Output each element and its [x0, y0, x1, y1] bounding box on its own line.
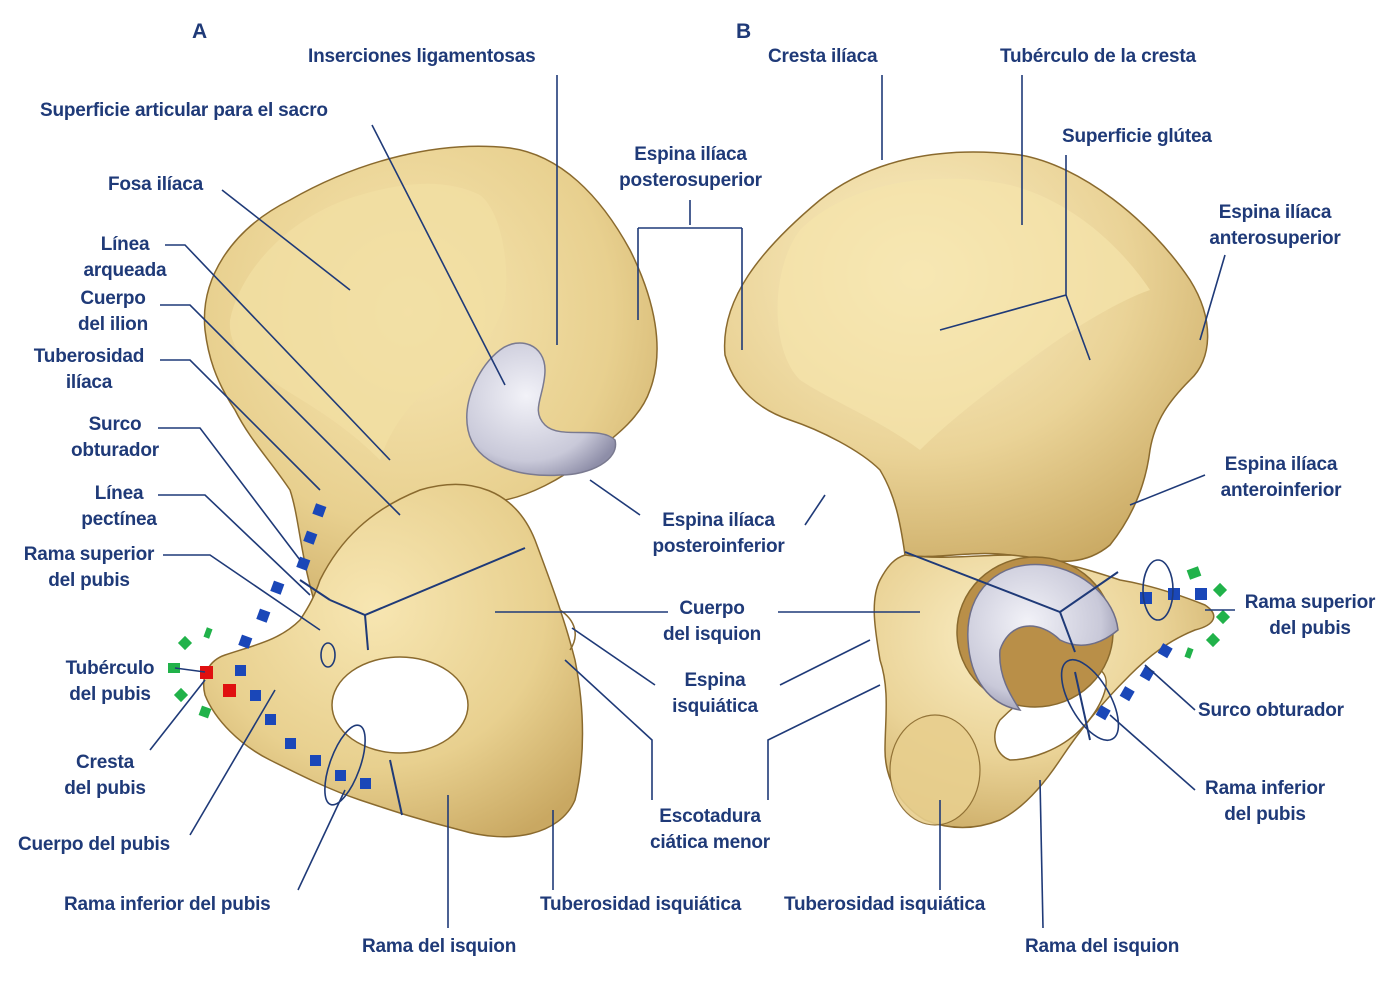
label-linea-pectinea: Línea pectínea — [54, 481, 184, 533]
label-rama-superior-pubis-a-line2: del pubis — [48, 570, 130, 591]
label-tuberculo-pubis-line2: del pubis — [69, 684, 151, 705]
label-espina-as-line1: Espina ilíaca — [1218, 202, 1332, 223]
label-espina-isquiatica-line2: isquiática — [672, 696, 758, 717]
label-superficie-glutea: Superficie glútea — [1062, 126, 1212, 147]
label-linea-arqueada: Línea arqueada — [60, 232, 190, 284]
label-tuberosidad-isquiatica-a: Tuberosidad isquiática — [540, 894, 742, 915]
leader-lines — [149, 75, 1235, 929]
label-surco-obturador-a-line2: obturador — [71, 440, 159, 461]
label-cuerpo-isquion-line2: del isquion — [662, 624, 762, 645]
label-inserciones-ligamentosas: Inserciones ligamentosas — [308, 46, 536, 67]
label-linea-pectinea-line1: Línea — [94, 483, 144, 504]
label-escotadura-line2: ciática menor — [650, 832, 770, 853]
label-espina-as-line2: anterosuperior — [1209, 228, 1341, 249]
label-rama-inferior-pubis-a: Rama inferior del pubis — [64, 894, 271, 915]
hip-bone-lateral-view — [723, 151, 1215, 829]
label-cresta-pubis-line2: del pubis — [64, 778, 146, 799]
label-espina-isquiatica: Espina isquiática — [650, 668, 780, 720]
label-espina-iliaca-posteroinferior: Espina ilíaca posteroinferior — [626, 508, 811, 560]
label-espina-pi-line2: posteroinferior — [652, 536, 785, 557]
label-rama-superior-pubis-a-line1: Rama superior — [23, 544, 155, 565]
label-tuberosidad-iliaca: Tuberosidad ilíaca — [24, 344, 154, 396]
label-cresta-pubis-line1: Cresta — [76, 752, 134, 773]
label-espina-ps-line1: Espina ilíaca — [634, 144, 747, 165]
label-cresta-iliaca: Cresta ilíaca — [768, 46, 878, 67]
markers-a — [168, 503, 371, 789]
label-tuberculo-pubis: Tubérculo del pubis — [45, 656, 175, 708]
label-espina-ai-line2: anteroinferior — [1220, 480, 1342, 501]
label-espina-pi-line1: Espina ilíaca — [662, 510, 775, 531]
label-cuerpo-ilion-line1: Cuerpo — [80, 288, 146, 309]
label-rama-superior-pubis-b: Rama superior del pubis — [1230, 590, 1390, 642]
label-tuberculo-cresta: Tubérculo de la cresta — [1000, 46, 1196, 67]
label-rama-isquion-a: Rama del isquion — [362, 936, 517, 957]
label-rama-inferior-pubis-b-line2: del pubis — [1224, 804, 1306, 825]
label-cresta-pubis: Cresta del pubis — [40, 750, 170, 802]
label-tuberculo-pubis-line1: Tubérculo — [65, 658, 155, 679]
label-cuerpo-ilion: Cuerpo del ilion — [48, 286, 178, 338]
label-linea-arqueada-line2: arqueada — [83, 260, 167, 281]
label-rama-superior-pubis-b-line1: Rama superior — [1244, 592, 1376, 613]
label-cuerpo-isquion-line1: Cuerpo — [679, 598, 745, 619]
label-escotadura-line1: Escotadura — [659, 806, 761, 827]
label-rama-inferior-pubis-b: Rama inferior del pubis — [1190, 776, 1340, 828]
label-escotadura-ciatica-menor: Escotadura ciática menor — [630, 804, 790, 856]
label-linea-arqueada-line1: Línea — [100, 234, 150, 255]
label-surco-obturador-a: Surco obturador — [50, 412, 180, 464]
label-espina-iliaca-anteroinferior: Espina ilíaca anteroinferior — [1196, 452, 1366, 504]
label-cuerpo-isquion: Cuerpo del isquion — [632, 596, 792, 648]
label-rama-isquion-b: Rama del isquion — [1025, 936, 1180, 957]
obturator-foramen-a — [331, 656, 469, 754]
panel-label-a: A — [192, 20, 208, 43]
label-espina-iliaca-anterosuperior: Espina ilíaca anterosuperior — [1190, 200, 1360, 252]
label-cuerpo-ilion-line2: del ilion — [78, 314, 148, 335]
label-superficie-articular-sacro: Superficie articular para el sacro — [40, 100, 328, 121]
label-fosa-iliaca: Fosa ilíaca — [108, 174, 203, 195]
label-espina-iliaca-posterosuperior: Espina ilíaca posterosuperior — [598, 142, 783, 194]
label-surco-obturador-b: Surco obturador — [1198, 700, 1344, 721]
label-surco-obturador-a-line1: Surco — [88, 414, 142, 435]
label-rama-inferior-pubis-b-line1: Rama inferior — [1205, 778, 1325, 799]
label-espina-isquiatica-line1: Espina — [684, 670, 746, 691]
panel-label-b: B — [736, 20, 752, 43]
label-tuberosidad-iliaca-line2: ilíaca — [65, 372, 113, 393]
label-tuberosidad-isquiatica-b: Tuberosidad isquiática — [784, 894, 986, 915]
hip-bone-medial-view — [203, 145, 658, 838]
label-tuberosidad-iliaca-line1: Tuberosidad — [33, 346, 145, 367]
label-espina-ai-line1: Espina ilíaca — [1224, 454, 1338, 475]
label-rama-superior-pubis-a: Rama superior del pubis — [14, 542, 164, 594]
sacral-surface-a — [466, 342, 617, 477]
label-rama-superior-pubis-b-line2: del pubis — [1269, 618, 1351, 639]
label-cuerpo-pubis: Cuerpo del pubis — [18, 834, 170, 855]
label-espina-ps-line2: posterosuperior — [619, 170, 762, 191]
label-linea-pectinea-line2: pectínea — [81, 509, 157, 530]
